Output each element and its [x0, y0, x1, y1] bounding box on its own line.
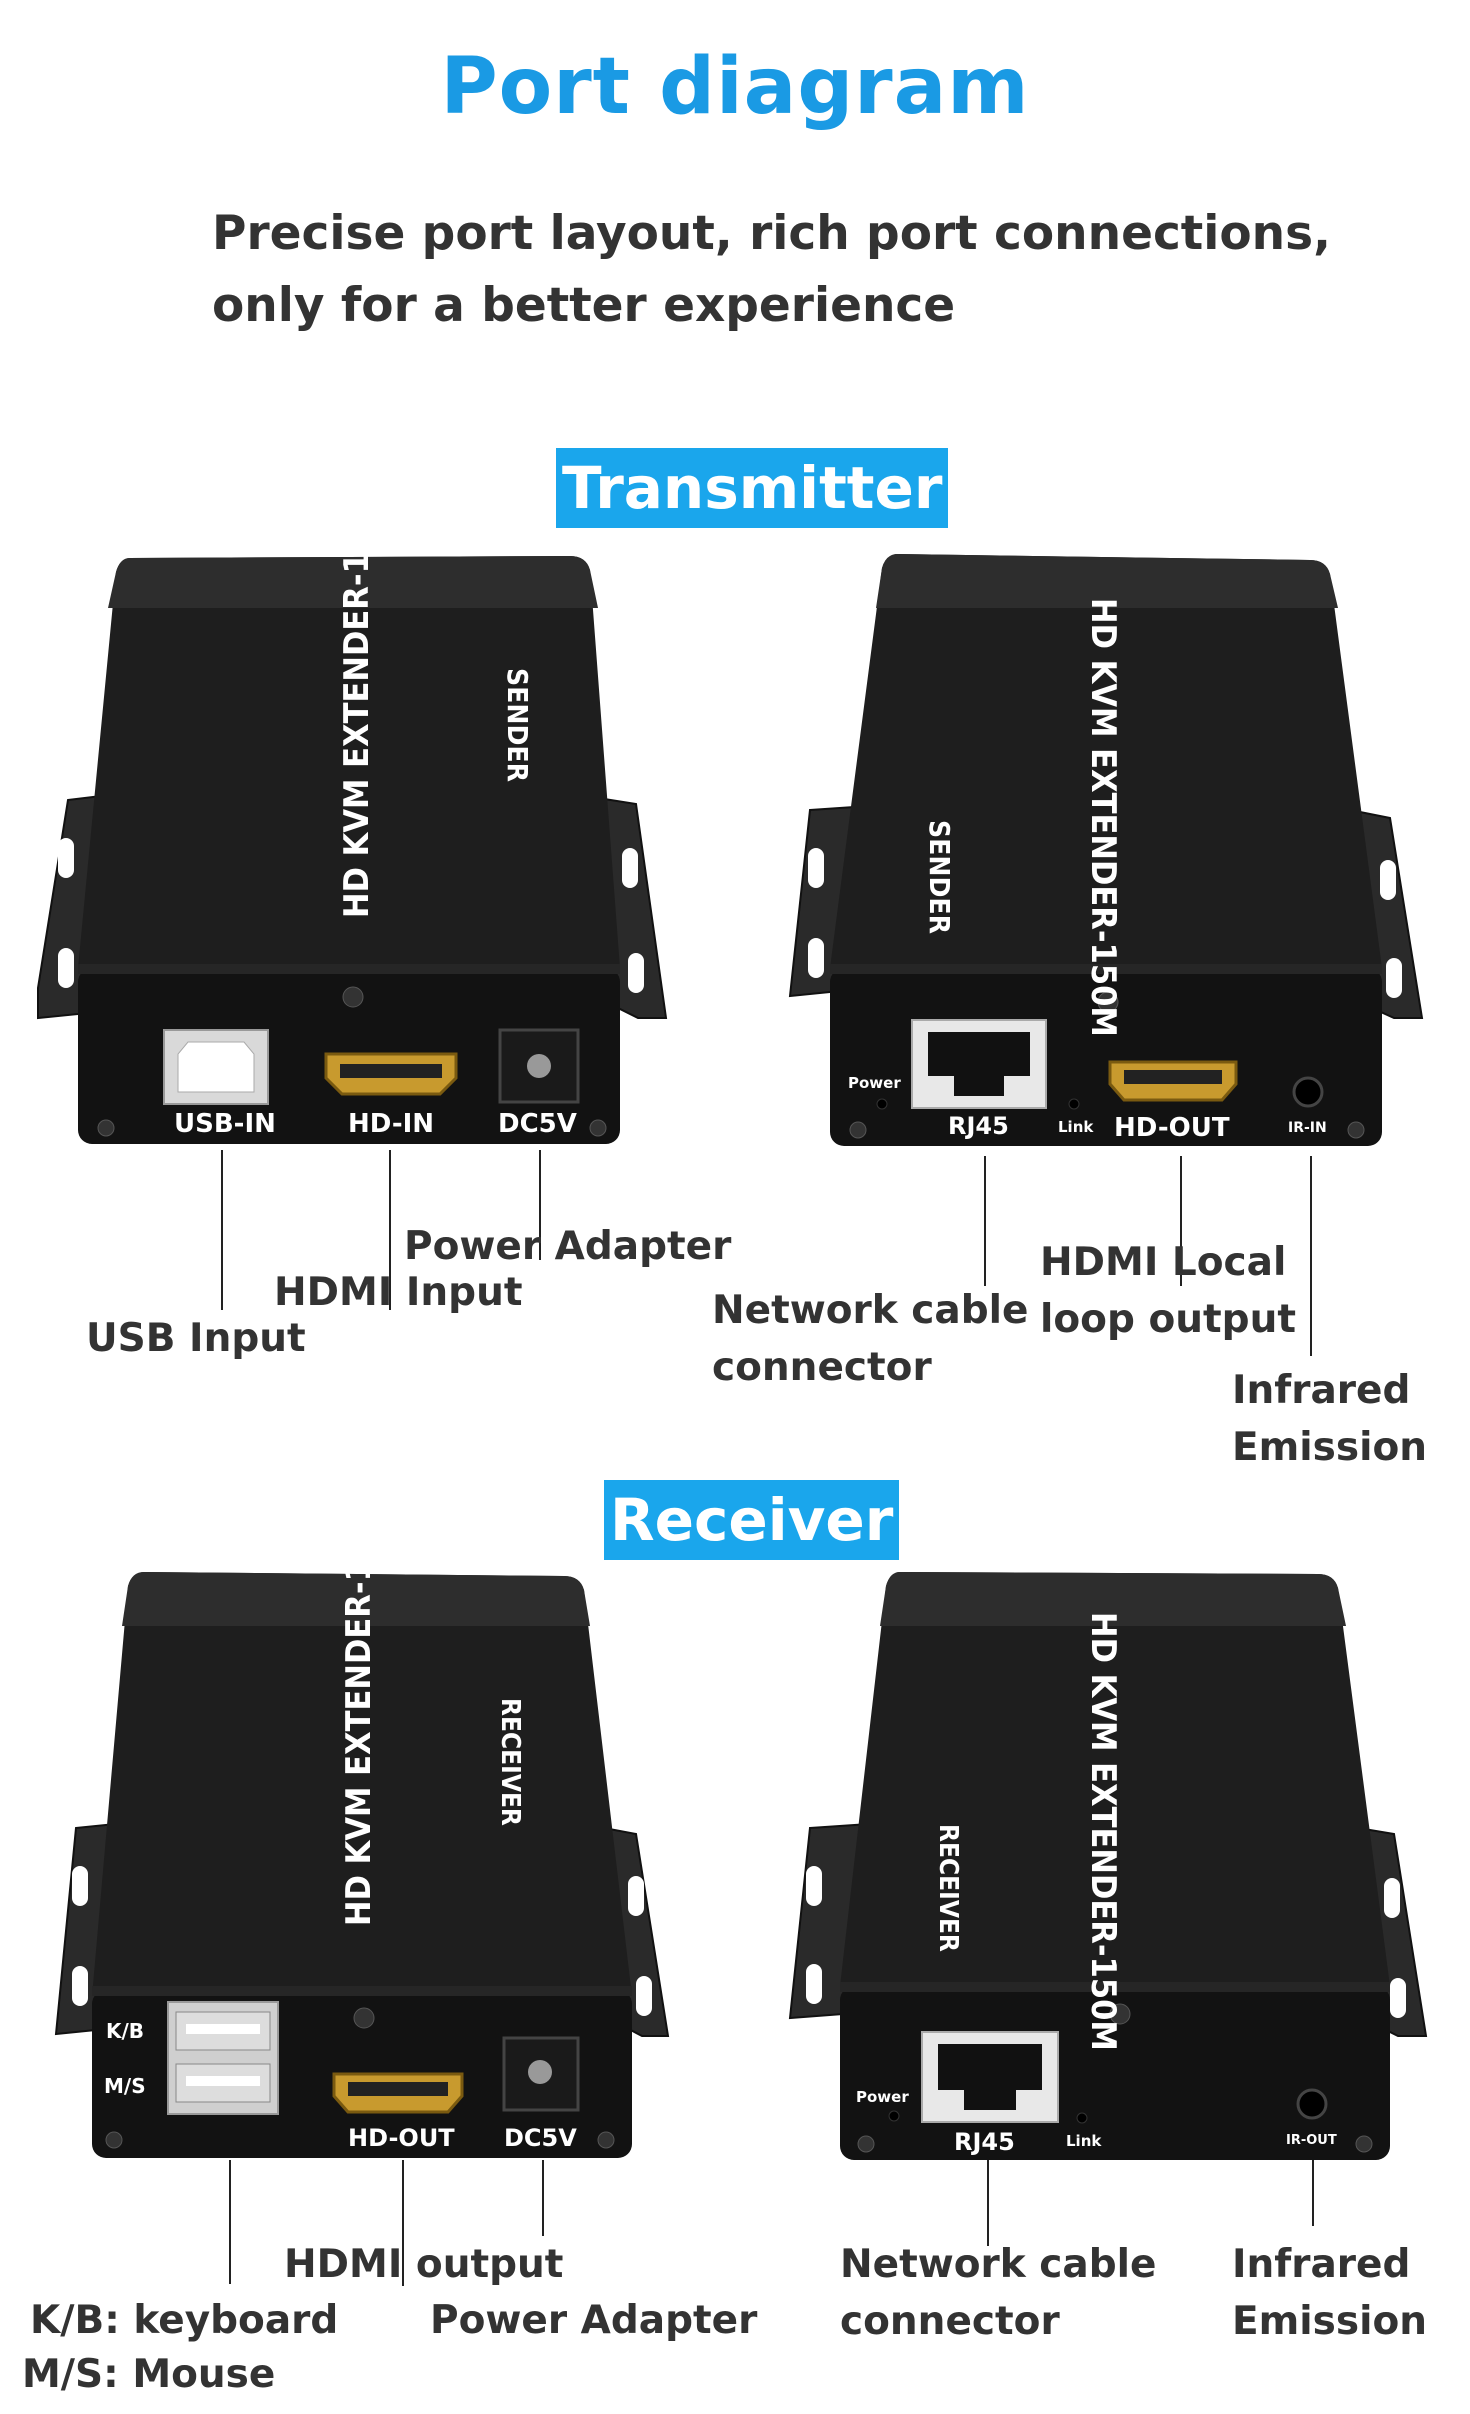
infrared-callout-line — [1310, 1156, 1312, 1356]
receiver-back-role-text: RECEIVER — [933, 1824, 963, 1952]
receiver-infrared-label-line-1: Infrared — [1232, 2242, 1411, 2287]
receiver-front-model-text: HD KVM EXTENDER-150M — [339, 1487, 379, 1926]
hd-in-port-label: HD-IN — [348, 1109, 434, 1139]
receiver-link-led-label: Link — [1066, 2132, 1102, 2150]
receiver-back-model-text: HD KVM EXTENDER-150M — [1083, 1612, 1123, 2051]
hdmi-loop-callout-line — [1180, 1156, 1182, 1286]
transmitter-front-text-layer: HD KVM EXTENDER-150M SENDER USB-IN HD-IN… — [174, 479, 577, 1139]
network-cable-label-line-1: Network cable — [712, 1288, 1029, 1333]
receiver-power-led-label: Power — [856, 2088, 909, 2106]
ms-mouse-label: M/S: Mouse — [22, 2352, 276, 2397]
hdmi-loop-label-line-2: loop output — [1040, 1297, 1296, 1342]
infrared-label-line-2: Emission — [1232, 1425, 1427, 1470]
ir-in-port-label: IR-IN — [1288, 1120, 1327, 1136]
receiver-network-callout-line — [987, 2160, 989, 2246]
page-subtitle: Precise port layout, rich port connectio… — [212, 198, 1331, 342]
hdmi-output-callout-line — [402, 2160, 404, 2286]
receiver-network-cable-label: Network cable connector — [840, 2236, 1156, 2350]
receiver-network-label-line-2: connector — [840, 2299, 1060, 2344]
page-title: Port diagram — [440, 42, 1030, 132]
usb-input-callout-line — [221, 1150, 223, 1310]
receiver-infrared-label: Infrared Emission — [1232, 2236, 1427, 2350]
transmitter-power-led-label: Power — [848, 1074, 901, 1092]
receiver-front-device — [54, 1572, 670, 2158]
transmitter-front-role-text: SENDER — [501, 668, 534, 782]
hdmi-input-callout-line — [389, 1150, 391, 1310]
power-adapter-label: Power Adapter — [404, 1224, 732, 1269]
transmitter-tag: Transmitter — [556, 448, 949, 528]
transmitter-hd-out-port-label: HD-OUT — [1114, 1113, 1230, 1143]
transmitter-back-role-text: SENDER — [923, 820, 956, 934]
receiver-infrared-callout-line — [1312, 2160, 1314, 2226]
network-cable-callout-line — [984, 1156, 986, 1286]
transmitter-front-model-text: HD KVM EXTENDER-150M — [337, 479, 377, 918]
usb-input-label: USB Input — [86, 1316, 306, 1361]
transmitter-front-device — [37, 556, 668, 1144]
subtitle-line-2: only for a better experience — [212, 278, 956, 333]
kb-ms-callout-line — [229, 2160, 231, 2284]
receiver-front-role-text: RECEIVER — [495, 1698, 525, 1826]
network-cable-label-line-2: connector — [712, 1345, 932, 1390]
receiver-back-device — [788, 1572, 1428, 2160]
infrared-emission-label: Infrared Emission — [1232, 1362, 1427, 1476]
network-cable-label: Network cable connector — [712, 1282, 1028, 1396]
receiver-power-callout-line — [542, 2160, 544, 2236]
transmitter-rj45-port-label: RJ45 — [948, 1112, 1009, 1140]
receiver-front-text-layer: HD KVM EXTENDER-150M RECEIVER K/B M/S HD… — [104, 1487, 577, 2152]
hdmi-input-label: HDMI Input — [274, 1270, 523, 1315]
receiver-back-text-layer: HD KVM EXTENDER-150M RECEIVER Power RJ45… — [856, 1612, 1337, 2156]
transmitter-back-text-layer: HD KVM EXTENDER-150M SENDER Power RJ45 L… — [848, 598, 1327, 1143]
transmitter-link-led-label: Link — [1058, 1118, 1094, 1136]
kb-keyboard-label: K/B: keyboard — [30, 2298, 339, 2343]
receiver-tag: Receiver — [604, 1480, 900, 1560]
receiver-dc5v-port-label: DC5V — [504, 2124, 577, 2152]
receiver-power-adapter-label: Power Adapter — [430, 2298, 758, 2343]
hdmi-output-label: HDMI output — [284, 2242, 564, 2287]
power-adapter-callout-line — [539, 1150, 541, 1260]
infrared-label-line-1: Infrared — [1232, 1368, 1411, 1413]
receiver-hd-out-port-label: HD-OUT — [348, 2124, 455, 2152]
receiver-rj45-port-label: RJ45 — [954, 2128, 1015, 2156]
hdmi-loop-output-label: HDMI Local loop output — [1040, 1234, 1296, 1348]
ir-out-port-label: IR-OUT — [1286, 2133, 1337, 2148]
ms-port-label: M/S — [104, 2074, 146, 2098]
kb-port-label: K/B — [106, 2019, 144, 2043]
transmitter-back-device — [788, 554, 1424, 1146]
subtitle-line-1: Precise port layout, rich port connectio… — [212, 206, 1331, 261]
usb-in-port-label: USB-IN — [174, 1109, 276, 1139]
receiver-network-label-line-1: Network cable — [840, 2242, 1157, 2287]
dc5v-port-label: DC5V — [498, 1109, 577, 1139]
receiver-infrared-label-line-2: Emission — [1232, 2299, 1427, 2344]
hdmi-loop-label-line-1: HDMI Local — [1040, 1240, 1287, 1285]
transmitter-back-model-text: HD KVM EXTENDER-150M — [1083, 598, 1123, 1037]
